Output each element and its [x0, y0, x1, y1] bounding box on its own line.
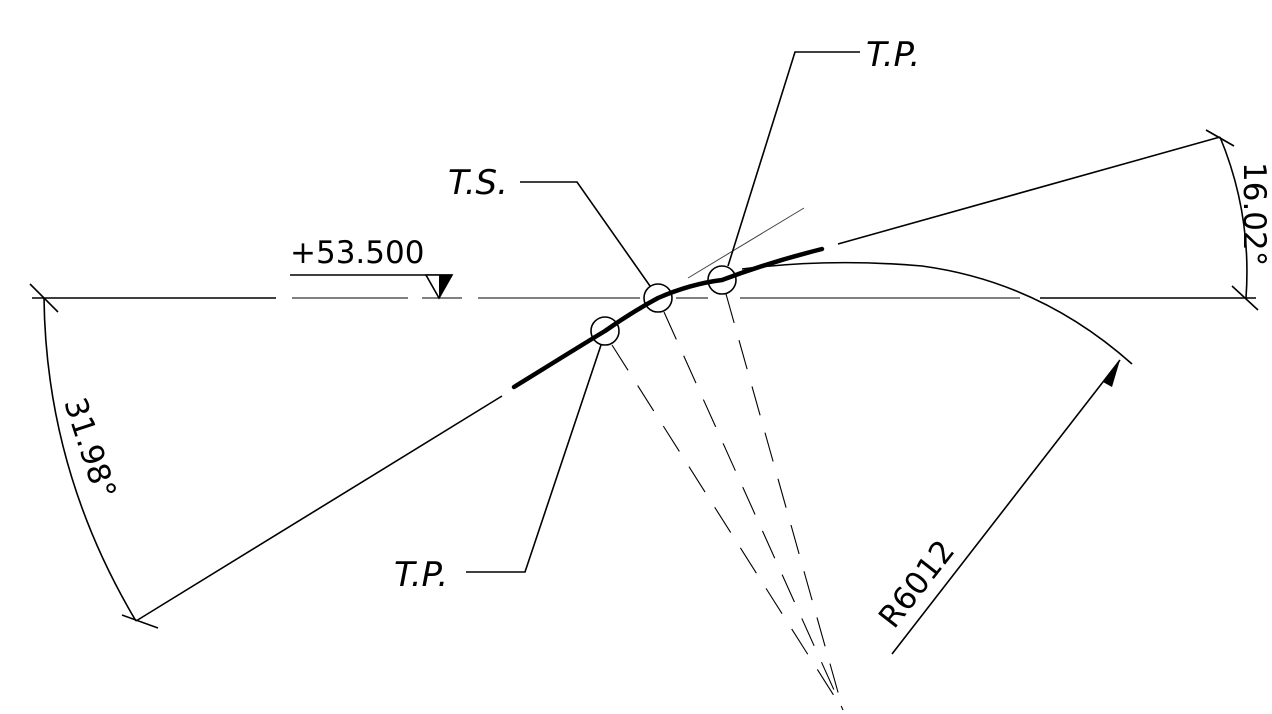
tangent-construction-line [687, 207, 805, 279]
elevation-marker [290, 274, 454, 300]
tp-bottom-label: T.P. [394, 555, 448, 595]
angle-left-label: 31.98° [56, 393, 122, 503]
ts-label: T.S. [448, 163, 508, 203]
angle-right-label: 16.02° [1236, 162, 1272, 266]
tp-bottom-leader [466, 344, 602, 573]
right-tangent-line [837, 136, 1221, 245]
tp-top-circle [707, 265, 737, 295]
radius-dimension [891, 359, 1121, 655]
left-angle-dimension [29, 283, 159, 629]
elevation-label: +53.500 [290, 235, 424, 271]
ts-circle [643, 283, 673, 313]
tp-top-leader [727, 51, 860, 267]
tp-bottom-circle [590, 316, 620, 346]
radius-label: R6012 [872, 534, 962, 635]
ts-leader [520, 181, 651, 287]
radius-arc [741, 261, 1133, 365]
radial-dashed-lines [611, 293, 844, 711]
tp-top-label: T.P. [866, 35, 920, 75]
right-angle-dimension [1205, 129, 1259, 311]
left-tangent-line [135, 395, 503, 622]
alignment-curve [511, 246, 825, 390]
